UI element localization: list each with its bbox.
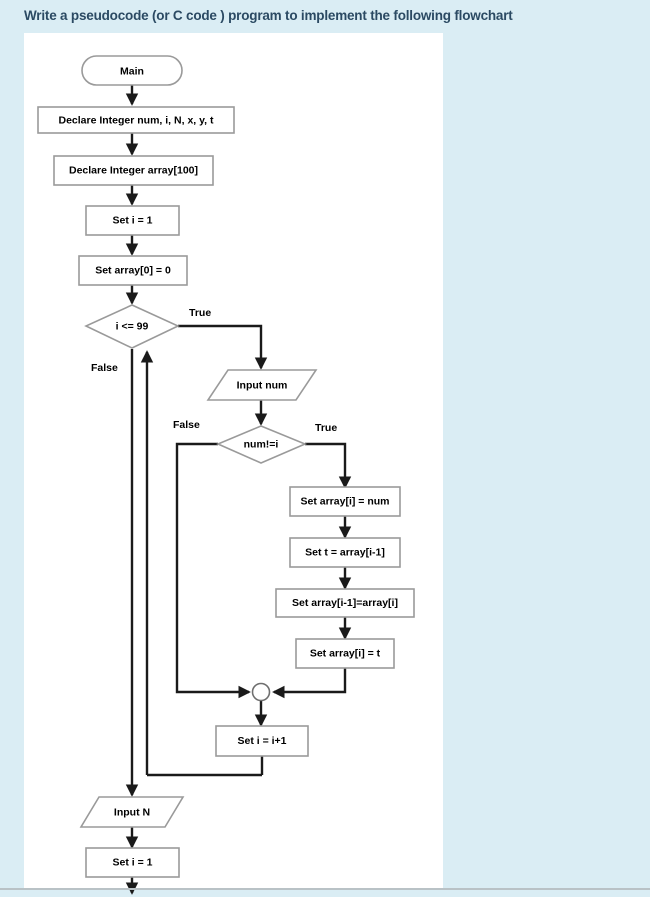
node-declare-array-label: Declare Integer array[100] — [69, 164, 198, 176]
edge-cond2-false-to-merge — [175, 442, 251, 699]
bottom-divider — [0, 888, 650, 890]
node-decision-num-ne-i-label: num!=i — [244, 438, 279, 450]
node-set-t[interactable]: Set t = array[i-1] — [289, 537, 401, 568]
node-decision-num-ne-i[interactable]: num!=i — [215, 425, 308, 464]
node-declare-array[interactable]: Declare Integer array[100] — [53, 155, 214, 186]
node-start-main-label: Main — [120, 65, 144, 77]
edge-setarrt-to-merge — [272, 668, 347, 699]
node-decision-i-le-99-label: i <= 99 — [116, 320, 149, 332]
node-set-array-swap-label: Set array[i-1]=array[i] — [292, 597, 398, 609]
node-set-array-i-t[interactable]: Set array[i] = t — [295, 638, 395, 669]
node-input-N[interactable]: Input N — [79, 796, 185, 828]
node-set-array0-label: Set array[0] = 0 — [95, 264, 171, 276]
node-declare-variables[interactable]: Declare Integer num, i, N, x, y, t — [37, 106, 235, 134]
node-increment-i-label: Set i = i+1 — [237, 735, 286, 747]
connector-edges — [125, 85, 352, 895]
node-declare-variables-label: Declare Integer num, i, N, x, y, t — [58, 114, 214, 126]
node-merge-connector[interactable] — [251, 682, 271, 702]
edge-label-cond2-false: False — [173, 419, 200, 431]
node-set-array-i-t-label: Set array[i] = t — [310, 647, 381, 659]
node-increment-i[interactable]: Set i = i+1 — [215, 725, 309, 757]
node-input-N-label: Input N — [114, 806, 150, 818]
node-set-i-1-first[interactable]: Set i = 1 — [85, 205, 180, 236]
node-set-array-swap[interactable]: Set array[i-1]=array[i] — [275, 588, 415, 618]
node-set-array0[interactable]: Set array[0] = 0 — [78, 255, 188, 286]
node-start-main[interactable]: Main — [81, 55, 183, 86]
node-set-i-1-second[interactable]: Set i = 1 — [85, 847, 180, 878]
edge-cond1-true-to-inputnum — [178, 324, 268, 370]
edge-cond2-true-to-setarrnum — [305, 442, 352, 489]
node-set-array-i-num-label: Set array[i] = num — [301, 495, 390, 507]
page-title: Write a pseudocode (or C code ) program … — [24, 8, 513, 23]
node-set-i-1-second-label: Set i = 1 — [113, 856, 153, 868]
node-input-num-label: Input num — [237, 379, 288, 391]
edge-label-cond2-true: True — [315, 422, 337, 434]
node-decision-i-le-99[interactable]: i <= 99 — [84, 304, 180, 349]
edge-label-cond1-false: False — [91, 362, 118, 374]
node-set-array-i-num[interactable]: Set array[i] = num — [289, 486, 401, 517]
edge-label-cond1-true: True — [189, 307, 211, 319]
node-input-num[interactable]: Input num — [206, 369, 318, 401]
node-set-i-1-first-label: Set i = 1 — [113, 214, 153, 226]
node-set-t-label: Set t = array[i-1] — [305, 546, 385, 558]
